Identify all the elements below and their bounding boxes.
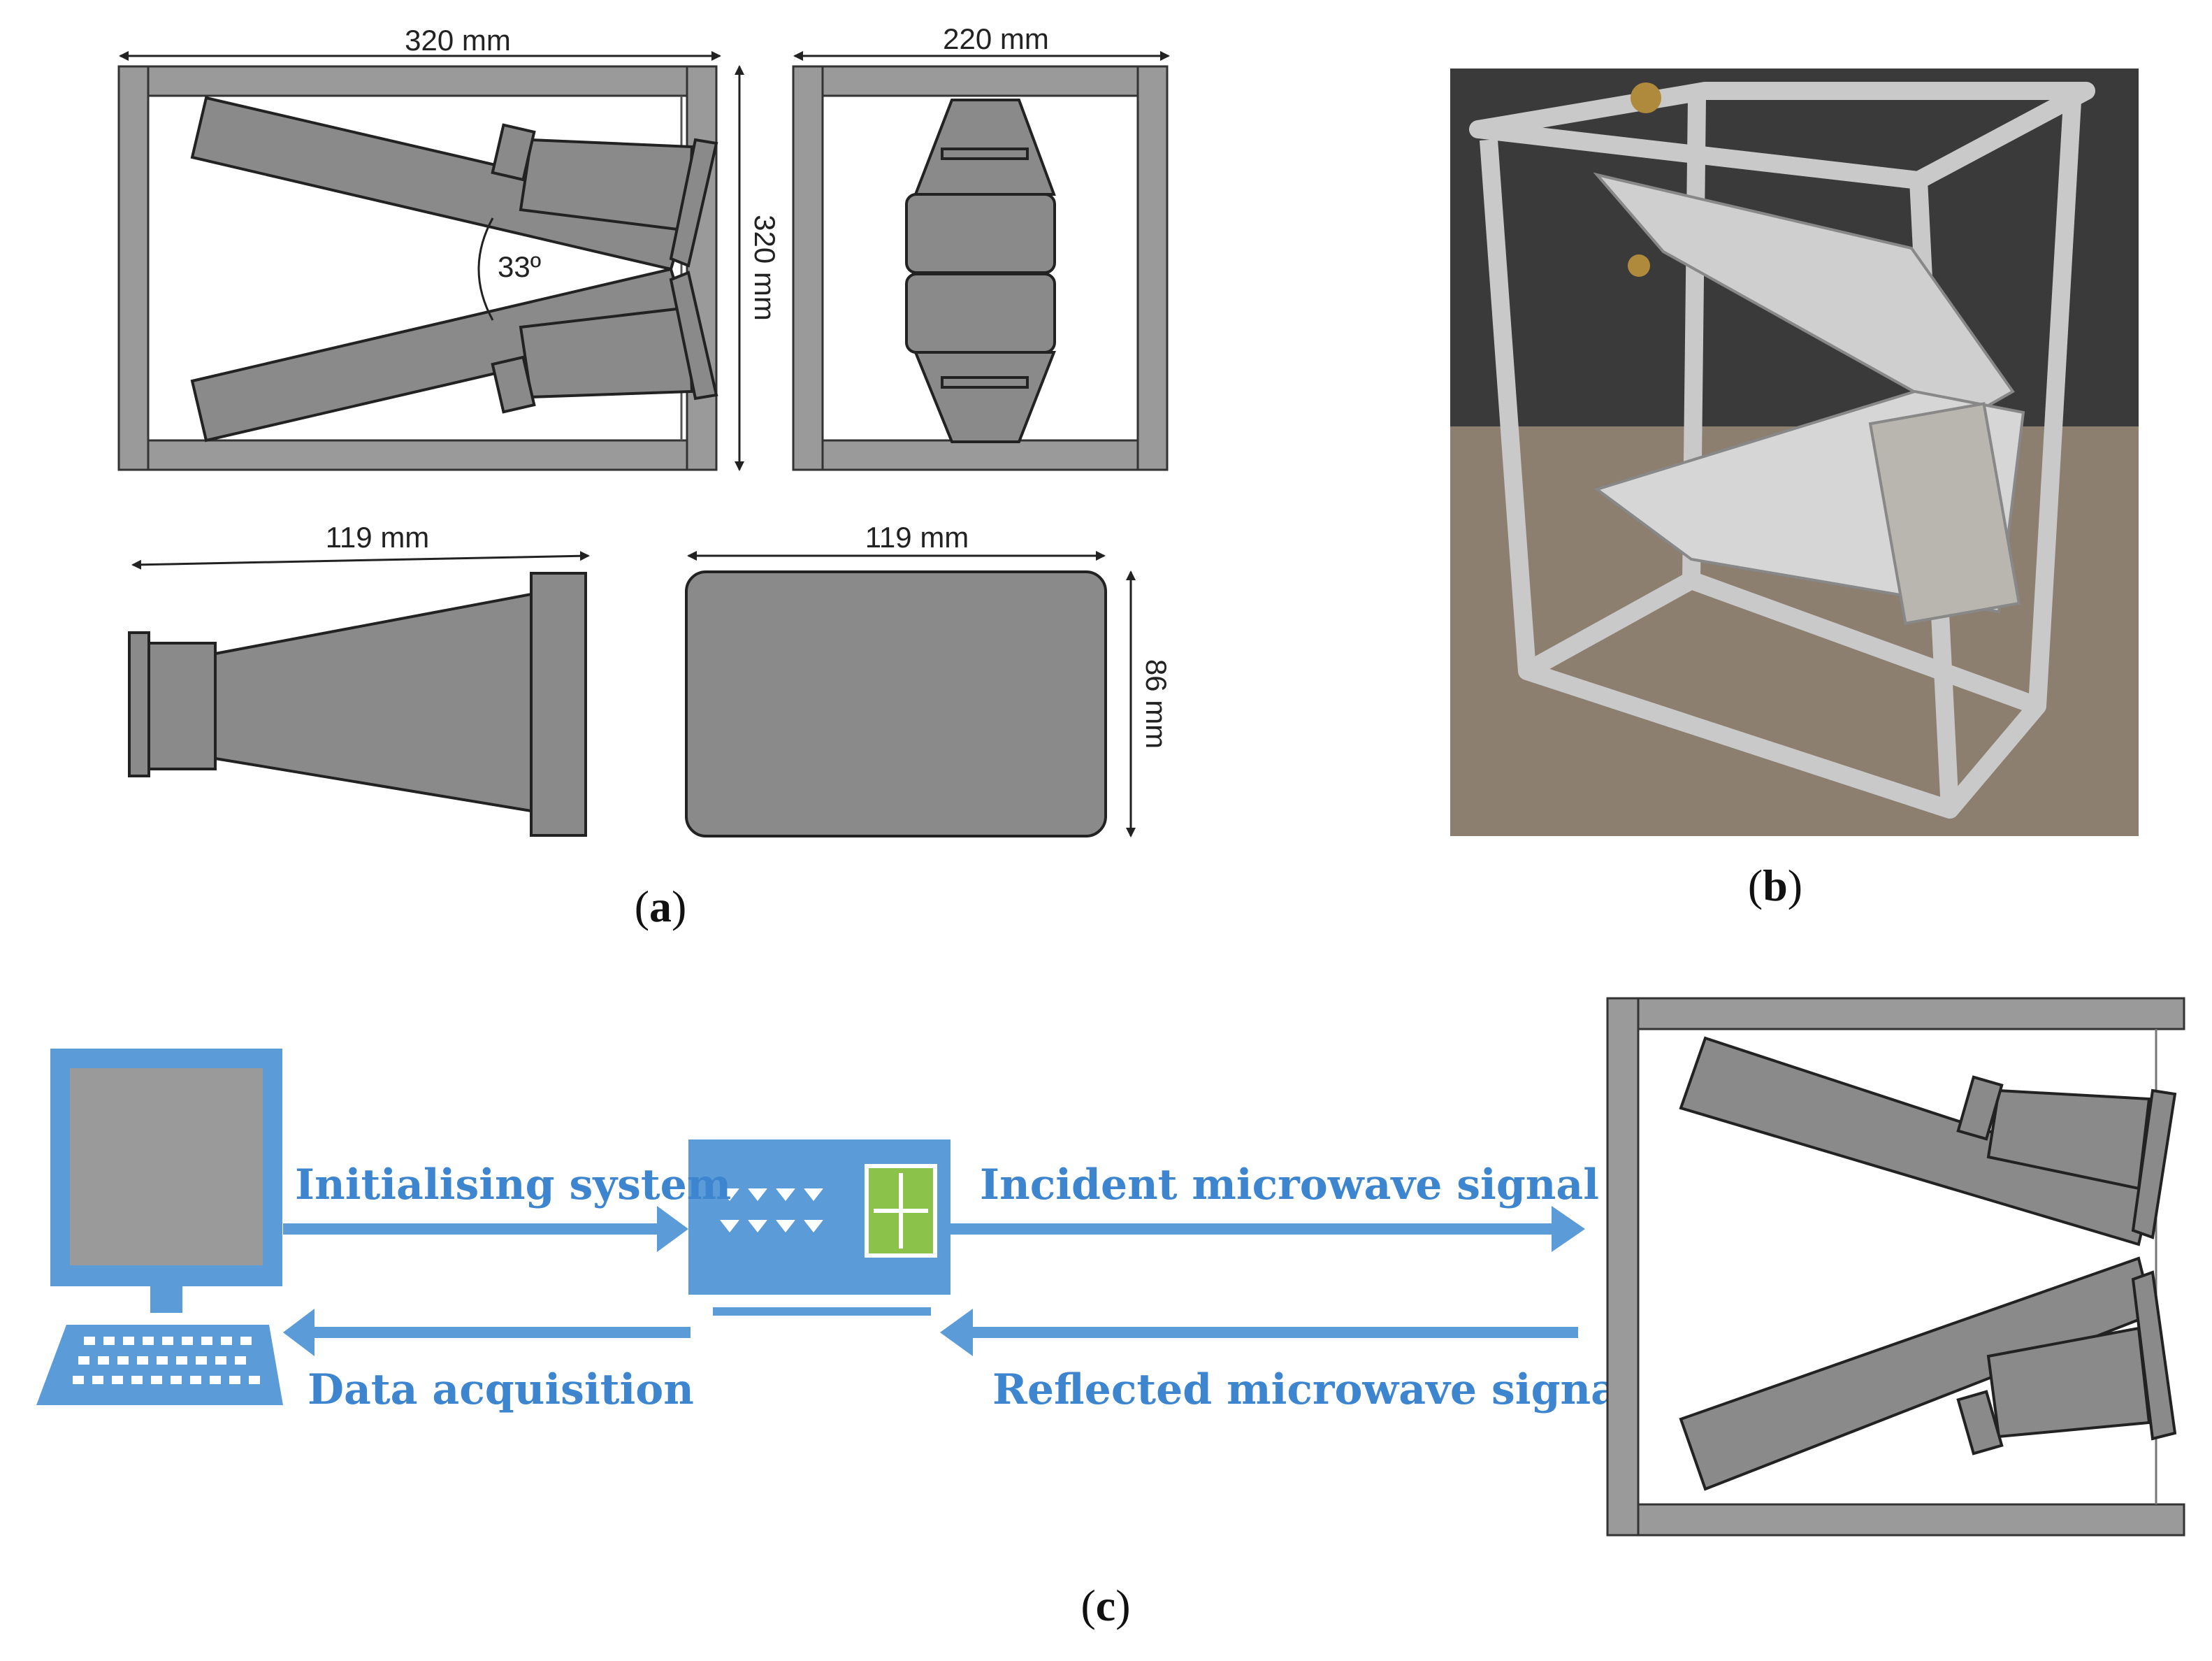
initialising-label: Initialising system: [295, 1160, 731, 1209]
fixture-bottom-bar: [1606, 1503, 2185, 1537]
reflected-arrow: [940, 1309, 1578, 1356]
initialising-arrow: [283, 1206, 688, 1252]
side-frame-right-post: [1136, 65, 1169, 471]
side-horn-top-flange: [941, 148, 1029, 160]
fixture-lower-horn-flare: [1986, 1326, 2151, 1439]
horn-profile-view: 119 mm: [128, 521, 590, 837]
network-analyzer-icon: [688, 1139, 950, 1316]
side-horn-bottom-body: [905, 273, 1056, 354]
side-horn-top-flare: [913, 99, 1056, 196]
upper-horn-aperture: [669, 138, 718, 268]
side-horn-bottom-flare: [913, 351, 1056, 443]
side-view: 220 mm: [792, 22, 1170, 471]
analyzer-ports: [720, 1188, 823, 1232]
reflected-label: Reflected microwave signal: [992, 1365, 1634, 1414]
incident-arrow: [950, 1206, 1585, 1252]
photo-brass-knob: [1631, 82, 1661, 113]
frame-right-post: [686, 65, 718, 471]
fixture-lower-horn-flange: [1956, 1390, 2004, 1455]
panel-b-label: (b): [1748, 861, 1802, 910]
horn-aperture-view: 119 mm 86 mm: [685, 521, 1173, 837]
panel-c-label: (c): [1080, 1581, 1130, 1630]
horn-aperture-face: [685, 570, 1107, 837]
fixture-upper-horn-aperture: [2131, 1088, 2177, 1239]
antenna-fixture: [1606, 997, 2185, 1537]
side-frame-left-post: [792, 65, 824, 471]
lower-horn-aperture: [669, 271, 718, 401]
frame-bottom-bar: [117, 439, 718, 471]
fixture-lower-horn-aperture: [2131, 1270, 2177, 1441]
photo-brass-screw: [1628, 254, 1650, 277]
horn-length-label: 119 mm: [326, 521, 430, 554]
computer-icon: [36, 1049, 283, 1405]
horn-profile-flare: [214, 592, 533, 813]
front-width-label: 320 mm: [405, 24, 511, 57]
panel-a-drawings: 33º 320 mm 320 mm 220 mm: [117, 22, 1173, 931]
panel-c-diagram: Initialising system Data acquisition Inc…: [36, 997, 2185, 1630]
panel-b-photo: (b): [1450, 69, 2139, 910]
acquisition-arrow: [283, 1309, 691, 1356]
fixture-left-post: [1606, 997, 1640, 1537]
frame-top-bar: [117, 65, 718, 97]
upper-horn-flange: [491, 123, 536, 182]
side-width-label: 220 mm: [943, 22, 1049, 55]
side-horn-top-body: [905, 193, 1056, 274]
front-view: 33º 320 mm 320 mm: [117, 24, 781, 471]
side-horn-bottom-flange: [941, 376, 1029, 389]
horn-profile-waveguide: [147, 642, 217, 770]
side-frame-top-bar: [792, 65, 1169, 97]
fixture-top-bar: [1606, 997, 2185, 1030]
frame-left-post: [117, 65, 150, 471]
horn-profile-flange: [128, 631, 150, 777]
aperture-width-label: 119 mm: [865, 521, 969, 554]
incident-label: Incident microwave signal: [980, 1160, 1599, 1209]
angle-arc: [477, 217, 494, 321]
photo-aperture-plate: [1868, 402, 2021, 626]
side-frame-bottom-bar: [792, 439, 1169, 471]
angle-label: 33º: [498, 250, 541, 283]
horn-profile-aperture: [530, 572, 587, 837]
monitor-screen: [70, 1068, 263, 1265]
panel-a-label: (a): [635, 882, 687, 931]
analyzer-base: [713, 1307, 931, 1316]
fixture-upper-horn-flange: [1956, 1075, 2004, 1141]
lower-horn-flange: [491, 355, 536, 414]
monitor-stand: [150, 1286, 182, 1313]
front-height-label: 320 mm: [749, 215, 781, 321]
aperture-height-label: 86 mm: [1140, 659, 1173, 749]
acquisition-label: Data acquisition: [308, 1365, 694, 1414]
horn-length-dimension-line: [131, 551, 590, 570]
